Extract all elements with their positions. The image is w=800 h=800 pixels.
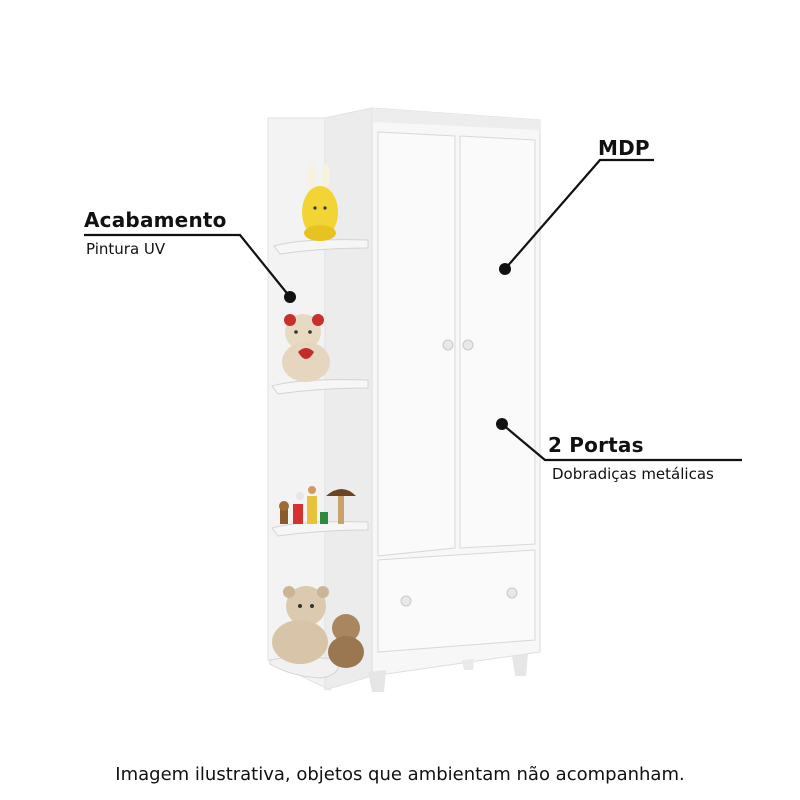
material-callout-line	[504, 158, 654, 270]
finish-callout-dot	[284, 291, 296, 303]
finish-title: Acabamento	[84, 208, 227, 232]
finish-subtitle: Pintura UV	[86, 240, 166, 258]
bottom-teddy-bears	[272, 586, 364, 668]
finish-callout-line	[84, 233, 291, 298]
disclaimer-caption: Imagem ilustrativa, objetos que ambienta…	[115, 764, 685, 785]
material-title: MDP	[598, 136, 650, 160]
foot	[462, 659, 474, 670]
right-door[interactable]	[459, 135, 536, 549]
drawer-knob-right[interactable]	[506, 587, 518, 599]
left-door-knob[interactable]	[442, 339, 454, 351]
material-callout-dot	[499, 263, 511, 275]
foot	[512, 654, 528, 676]
shelves	[269, 239, 369, 679]
right-door-knob[interactable]	[462, 339, 474, 351]
callout-lines	[84, 158, 742, 462]
wardrobe-body	[368, 107, 541, 692]
drawer[interactable]	[377, 549, 536, 653]
bunny-toy	[302, 164, 338, 241]
doors-callout-dot	[496, 418, 508, 430]
teddy-bear-toy	[282, 314, 330, 382]
left-door[interactable]	[377, 131, 456, 557]
doors-title: 2 Portas	[548, 433, 644, 457]
foot	[368, 670, 386, 692]
doors-callout-line	[501, 423, 742, 462]
wooden-toys	[279, 486, 356, 524]
doors-subtitle: Dobradiças metálicas	[552, 465, 714, 483]
drawer-knob-left[interactable]	[400, 595, 412, 607]
side-shelf-unit	[267, 107, 373, 691]
